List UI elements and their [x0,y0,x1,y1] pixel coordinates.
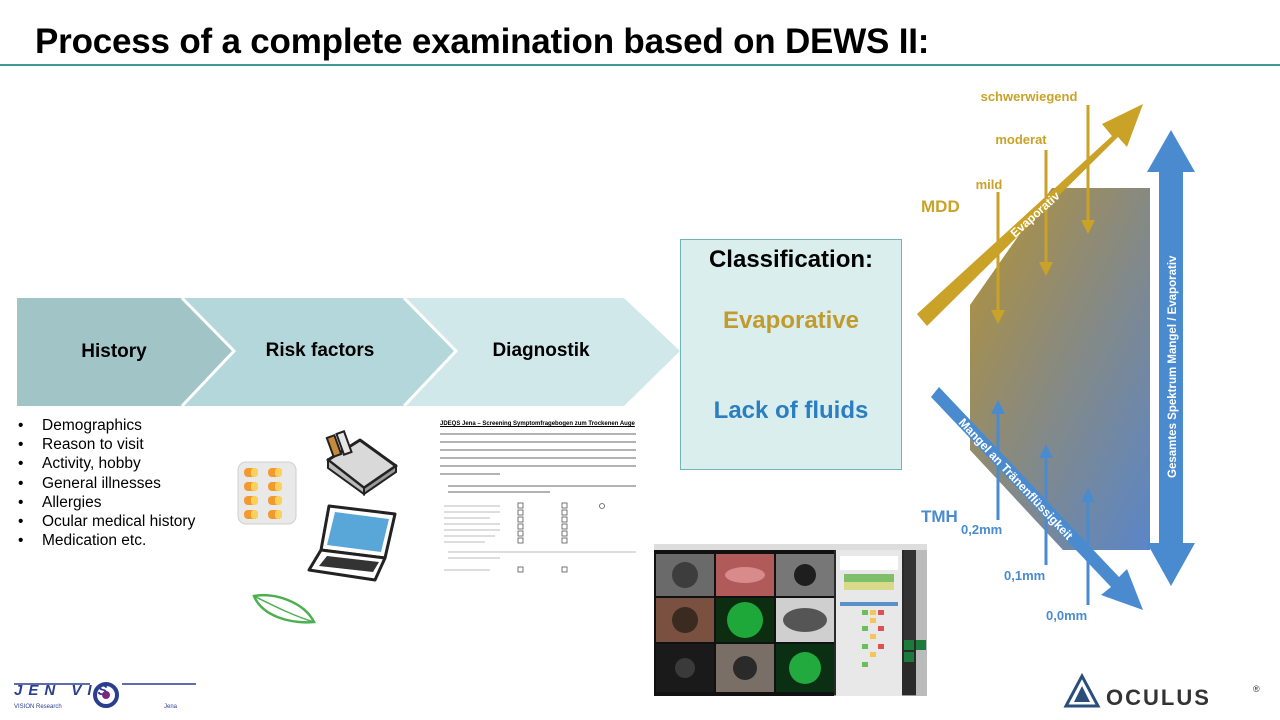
label-spectrum: Gesamtes Spektrum Mangel / Evaporativ [1167,255,1179,478]
label-mdd: MDD [921,197,960,216]
classification-lack-of-fluids: Lack of fluids [713,397,869,424]
questionnaire-thumbnail [436,420,644,590]
severity-gradient-area [970,188,1150,550]
laptop-icon [307,504,397,582]
history-item: General illnesses [18,474,195,493]
oculus-registered-mark: ® [1253,684,1260,694]
history-item: Demographics [18,416,195,435]
jenvis-logo: JEN VIS VISION Research Jena [14,682,196,710]
chevron-diagnostik [404,298,680,406]
chevron-risk-factors [182,298,456,406]
diagnostic-screen-content [654,544,927,696]
page-title: Process of a complete examination based … [35,22,930,61]
step-history-label: History [81,341,147,362]
history-list: Demographics Reason to visit Activity, h… [18,416,195,551]
questionnaire-lines [440,433,636,573]
classification-box [680,239,902,470]
history-item: Allergies [18,493,195,512]
label-moderat: moderat [995,132,1047,147]
title-divider [0,64,1280,66]
jenvis-subtitle-right: Jena [164,704,178,710]
leaf-icon [252,593,316,624]
label-tmh-02: 0,2mm [961,522,1002,537]
questionnaire-title: JDEQS Jena – Screening Symptomfragebogen… [440,421,635,427]
cigarette-pack-icon [325,430,398,496]
classification-evaporative: Evaporative [722,307,860,334]
lack-of-fluids-arrow [931,387,1143,610]
label-tmh: TMH [921,507,958,526]
step-diagnostik-label: Diagnostik [492,340,590,361]
label-mild: mild [976,177,1003,192]
jenvis-logo-text: JEN VIS [14,682,114,699]
label-tmh-01: 0,1mm [1004,568,1045,583]
spectrum-arrow [1147,130,1195,586]
jenvis-subtitle-left: VISION Research [14,704,62,710]
classification-title: Classification: [708,246,874,273]
history-item: Reason to visit [18,435,195,454]
history-item: Ocular medical history [18,512,195,531]
history-item: Medication etc. [18,531,195,550]
oculus-logo: OCULUS ® [1063,672,1260,710]
step-risk-factors-label: Risk factors [265,340,375,361]
chevron-history [17,298,234,406]
history-item: Activity, hobby [18,454,195,473]
pill-blister-icon [237,461,297,525]
dews-diagram: schwerwiegend moderat mild MDD TMH 0,2mm… [917,89,1195,623]
process-chevrons [17,296,680,408]
label-tmh-00: 0,0mm [1046,608,1087,623]
oculus-logo-text: OCULUS [1106,685,1211,710]
label-schwerwiegend: schwerwiegend [981,89,1078,104]
